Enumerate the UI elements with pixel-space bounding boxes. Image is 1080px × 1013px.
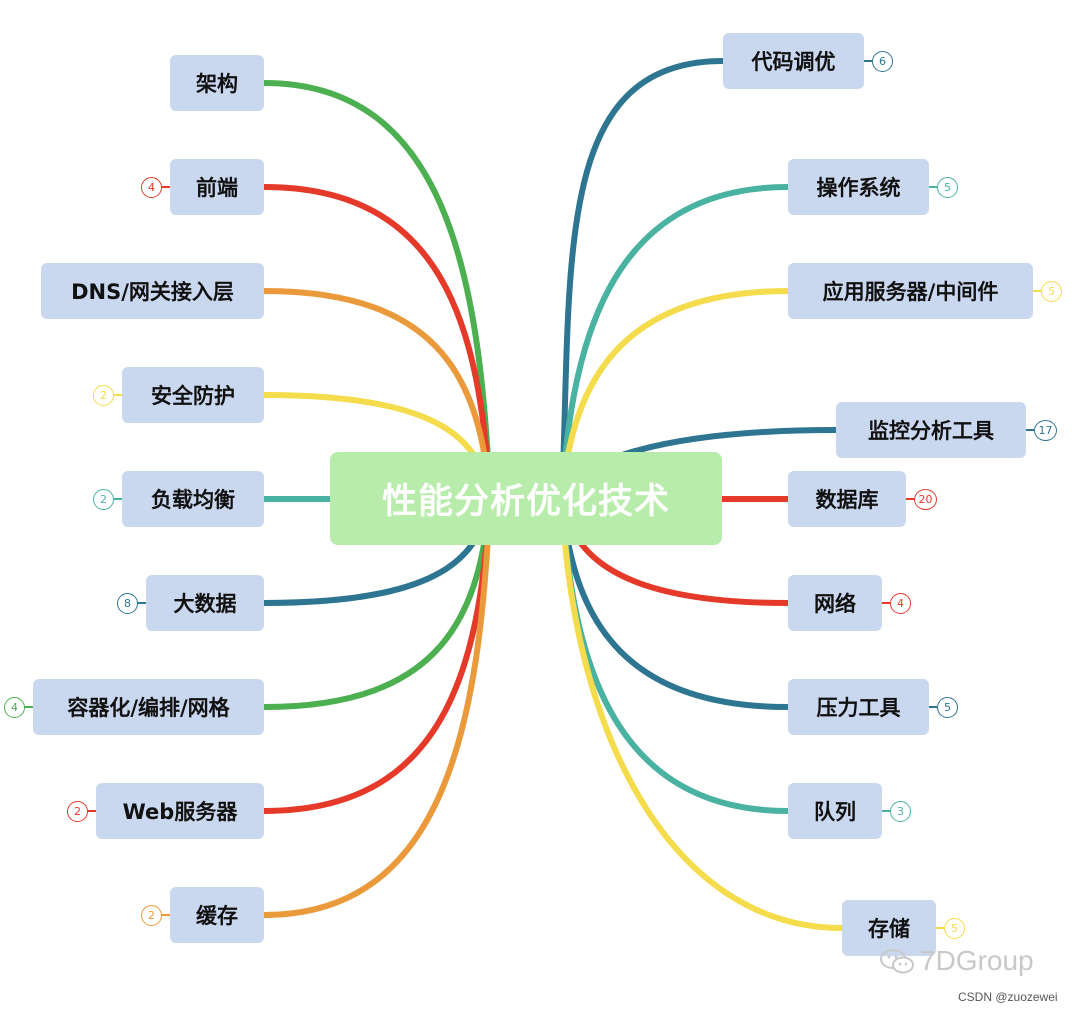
right-branch-line-0 xyxy=(559,58,726,501)
left-branch-line-1 xyxy=(261,184,493,501)
left-topic-label-5: 大数据 xyxy=(173,592,237,616)
left-topic-node-4[interactable]: 负载均衡 xyxy=(122,471,264,527)
left-topic-count-badge-5[interactable]: 8 xyxy=(117,592,138,614)
right-topic-label-3: 监控分析工具 xyxy=(868,419,994,443)
left-topic-node-1[interactable]: 前端 xyxy=(170,159,264,215)
right-topic-node-4[interactable]: 数据库 xyxy=(788,471,906,527)
left-topic-label-0: 架构 xyxy=(196,72,238,96)
left-topic-node-3[interactable]: 安全防护 xyxy=(122,367,264,423)
right-topic-count-badge-0[interactable]: 6 xyxy=(872,50,893,72)
left-branch-line-8 xyxy=(261,495,493,918)
right-topic-node-0[interactable]: 代码调优 xyxy=(723,33,864,89)
right-topic-node-8[interactable]: 存储 xyxy=(842,900,936,956)
right-topic-node-6[interactable]: 压力工具 xyxy=(788,679,929,735)
right-topic-label-5: 网络 xyxy=(814,592,856,616)
right-topic-node-7[interactable]: 队列 xyxy=(788,783,882,839)
right-topic-label-8: 存储 xyxy=(868,917,910,941)
right-topic-label-1: 操作系统 xyxy=(816,176,901,200)
left-topic-label-7: Web服务器 xyxy=(122,800,238,824)
right-topic-count-badge-8[interactable]: 5 xyxy=(944,917,965,939)
right-topic-label-4: 数据库 xyxy=(815,488,879,512)
left-topic-count-badge-6[interactable]: 4 xyxy=(4,696,25,718)
watermark: 7DGroup xyxy=(880,945,1034,977)
left-topic-node-8[interactable]: 缓存 xyxy=(170,887,264,943)
left-topic-label-8: 缓存 xyxy=(196,904,238,928)
root-node[interactable]: 性能分析优化技术 xyxy=(330,452,722,545)
left-topic-label-6: 容器化/编排/网格 xyxy=(67,696,230,720)
left-topic-count-badge-4[interactable]: 2 xyxy=(93,488,114,510)
wechat-icon xyxy=(880,949,914,974)
left-topic-count-badge-1[interactable]: 4 xyxy=(141,176,162,198)
right-topic-label-2: 应用服务器/中间件 xyxy=(822,280,999,304)
right-topic-count-badge-4[interactable]: 20 xyxy=(914,488,937,510)
right-topic-count-badge-3[interactable]: 17 xyxy=(1034,419,1057,441)
left-topic-node-7[interactable]: Web服务器 xyxy=(96,783,264,839)
right-topic-label-7: 队列 xyxy=(814,800,856,824)
right-topic-node-2[interactable]: 应用服务器/中间件 xyxy=(788,263,1033,319)
left-branch-line-0 xyxy=(261,80,493,501)
left-topic-label-2: DNS/网关接入层 xyxy=(71,280,234,304)
right-branch-line-1 xyxy=(559,184,791,501)
credit: CSDN @zuozewei xyxy=(958,990,1058,1004)
left-topic-count-badge-7[interactable]: 2 xyxy=(67,800,88,822)
right-topic-label-0: 代码调优 xyxy=(751,50,836,74)
left-topic-node-6[interactable]: 容器化/编排/网格 xyxy=(33,679,264,735)
left-topic-label-1: 前端 xyxy=(196,176,238,200)
right-topic-label-6: 压力工具 xyxy=(816,696,901,720)
right-topic-node-5[interactable]: 网络 xyxy=(788,575,882,631)
left-topic-label-4: 负载均衡 xyxy=(151,488,235,512)
right-topic-node-1[interactable]: 操作系统 xyxy=(788,159,929,215)
right-topic-count-badge-6[interactable]: 5 xyxy=(937,696,958,718)
root-title: 性能分析优化技术 xyxy=(381,482,670,522)
left-topic-label-3: 安全防护 xyxy=(151,384,235,408)
left-topic-node-2[interactable]: DNS/网关接入层 xyxy=(41,263,264,319)
right-topic-node-3[interactable]: 监控分析工具 xyxy=(836,402,1026,458)
left-topic-count-badge-3[interactable]: 2 xyxy=(93,384,114,406)
right-topic-count-badge-2[interactable]: 5 xyxy=(1041,280,1062,302)
right-topic-count-badge-1[interactable]: 5 xyxy=(937,176,958,198)
right-topic-count-badge-5[interactable]: 4 xyxy=(890,592,911,614)
left-topic-node-5[interactable]: 大数据 xyxy=(146,575,264,631)
left-topic-count-badge-8[interactable]: 2 xyxy=(141,904,162,926)
left-topic-node-0[interactable]: 架构 xyxy=(170,55,264,111)
watermark-text: 7DGroup xyxy=(920,945,1034,976)
right-branch-line-8 xyxy=(559,495,845,931)
right-topic-count-badge-7[interactable]: 3 xyxy=(890,800,911,822)
